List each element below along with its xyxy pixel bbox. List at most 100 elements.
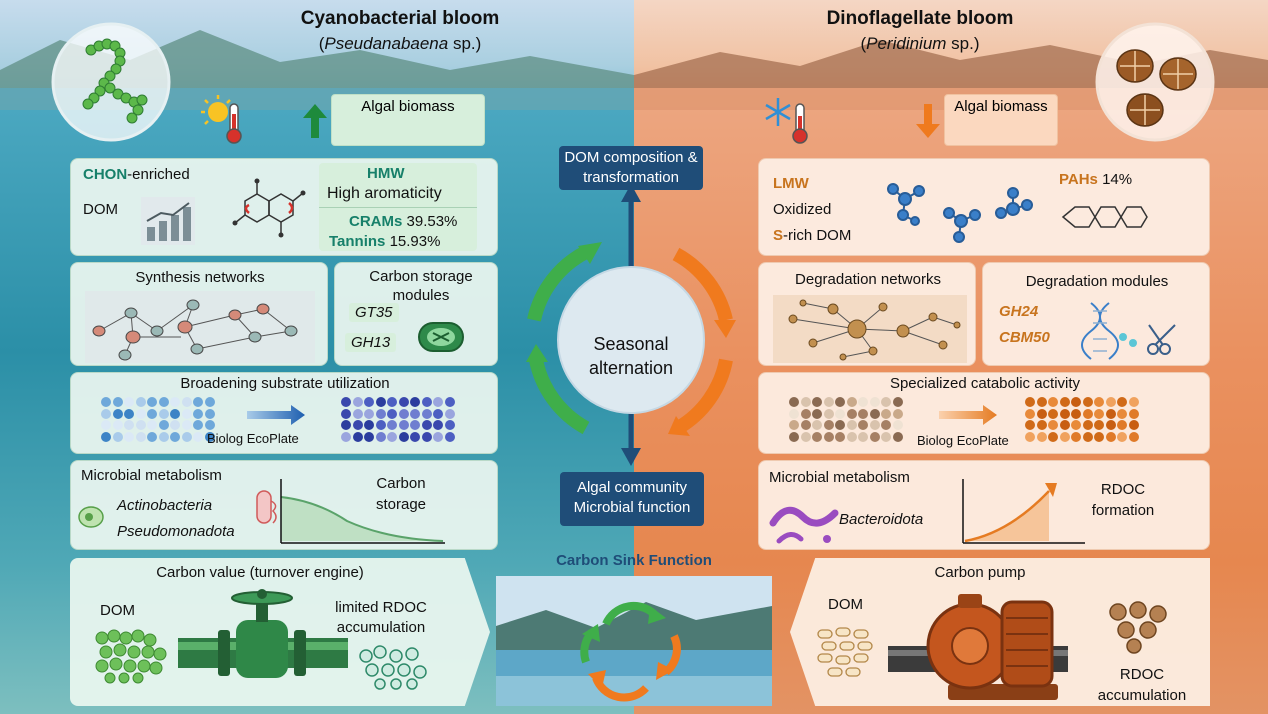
- seasonal-alternation-label: Seasonal alternation: [588, 334, 674, 378]
- plate-well: [1117, 431, 1127, 442]
- plate-well: [398, 431, 409, 442]
- plate-well: [112, 420, 123, 430]
- degradation-modules-title: Degradation modules: [1025, 273, 1169, 290]
- plate-well: [812, 408, 822, 419]
- plate-well: [1082, 408, 1093, 419]
- left-biolog-label: Biolog EcoPlate: [207, 431, 299, 446]
- pseudomonadota-cell-icon: [256, 490, 277, 524]
- mountains-illustration: [0, 30, 1268, 110]
- specialized-catabolic-title: Specialized catabolic activity: [889, 375, 1081, 392]
- plate-well: [1094, 397, 1104, 407]
- plate-well: [364, 420, 374, 430]
- left-subtitle: (Pseudanabaena sp.): [318, 34, 482, 53]
- rdoc-particles-teal-icon: [359, 645, 427, 690]
- plate-well: [858, 408, 868, 419]
- plate-well: [101, 408, 111, 419]
- bacteroidota-label: Bacteroidota: [839, 511, 924, 528]
- limited-rdoc-label: limited RDOC accumulation: [335, 599, 427, 636]
- left-microbial-metabolism-card: Microbial metabolism Actinobacteria Pseu…: [70, 460, 498, 550]
- plate-well: [881, 431, 891, 442]
- plate-well: [170, 397, 180, 407]
- plate-well: [181, 431, 192, 442]
- sun-thermometer-icon: [201, 95, 242, 144]
- plate-well: [846, 431, 857, 442]
- plate-well: [398, 397, 409, 407]
- cbm50-label: CBM50: [999, 329, 1050, 346]
- hmw-label: HMW: [367, 165, 405, 182]
- plate-well: [1059, 397, 1070, 407]
- s-rich-dom-label: S-rich DOM: [773, 227, 852, 244]
- plate-well: [1094, 420, 1104, 430]
- plate-well: [410, 431, 420, 442]
- algal-community-label: Algal community Microbial function: [560, 472, 704, 526]
- plate-well: [1082, 420, 1093, 430]
- plate-well: [800, 408, 811, 419]
- plate-well: [1048, 408, 1058, 419]
- plate-well: [1048, 431, 1058, 442]
- increase-arrow-icon: [303, 104, 327, 138]
- plate-well: [147, 420, 157, 430]
- center-cycle-diagram: [526, 184, 736, 466]
- plate-well: [433, 397, 443, 407]
- plate-well: [124, 420, 134, 430]
- plate-well: [112, 408, 123, 419]
- plate-well: [193, 431, 203, 442]
- plate-well: [352, 431, 363, 442]
- rdoc-formation-label: RDOC formation: [1091, 481, 1155, 519]
- right-title: Dinoflagellate bloom: [826, 8, 1014, 29]
- plate-well: [421, 408, 432, 419]
- degradation-modules-card: Degradation modules GH24 CBM50: [982, 262, 1210, 366]
- plate-well: [135, 420, 146, 430]
- plate-well: [1117, 420, 1127, 430]
- snowflake-thermometer-icon: [765, 98, 808, 144]
- plate-well: [101, 431, 111, 442]
- plate-well: [101, 397, 111, 407]
- degradation-networks-title: Degradation networks: [795, 271, 941, 288]
- plate-well: [881, 408, 891, 419]
- plate-well: [375, 420, 386, 430]
- plate-well: [112, 431, 123, 442]
- plate-well: [1117, 397, 1127, 407]
- plate-well: [1105, 397, 1116, 407]
- specialized-catabolic-card: Specialized catabolic activity Biolog Ec…: [758, 372, 1210, 454]
- plate-well: [158, 397, 169, 407]
- right-subtitle: (Peridinium sp.): [860, 34, 980, 53]
- plate-well: [112, 397, 123, 407]
- plate-well: [869, 397, 880, 407]
- plate-well: [858, 420, 868, 430]
- plate-well: [147, 408, 157, 419]
- gh24-label: GH24: [999, 303, 1039, 320]
- tannins-row: Tannins 15.93%: [329, 233, 441, 250]
- valve-pipe-icon: [178, 589, 348, 678]
- chon-enriched-label: CHON-enriched: [83, 166, 190, 183]
- plate-well: [881, 420, 891, 430]
- plate-well: [812, 397, 822, 407]
- plate-well: [410, 420, 420, 430]
- plate-well: [869, 408, 880, 419]
- plate-well: [193, 397, 203, 407]
- lmw-label: LMW: [773, 175, 809, 192]
- plate-well: [124, 431, 134, 442]
- plate-well: [846, 397, 857, 407]
- plate-well: [170, 408, 180, 419]
- plate-well: [823, 397, 834, 407]
- plate-well: [1071, 431, 1081, 442]
- plate-well: [858, 431, 868, 442]
- plate-after-right: [1025, 397, 1141, 445]
- plate-well: [1128, 397, 1139, 407]
- dinoflagellate-cells-icon: [1095, 22, 1215, 142]
- plate-well: [421, 420, 432, 430]
- small-molecules-icon: [887, 183, 1033, 243]
- arrow-right-icon: [247, 405, 305, 425]
- plate-well: [892, 431, 903, 442]
- plate-well: [158, 408, 169, 419]
- broadening-substrate-title: Broadening substrate utilization: [180, 375, 390, 392]
- plate-well: [1105, 420, 1116, 430]
- plate-well: [444, 397, 455, 407]
- plate-well: [1105, 431, 1116, 442]
- plate-well: [398, 408, 409, 419]
- plate-well: [835, 408, 845, 419]
- plate-well: [1025, 397, 1035, 407]
- plate-well: [881, 397, 891, 407]
- plate-well: [823, 431, 834, 442]
